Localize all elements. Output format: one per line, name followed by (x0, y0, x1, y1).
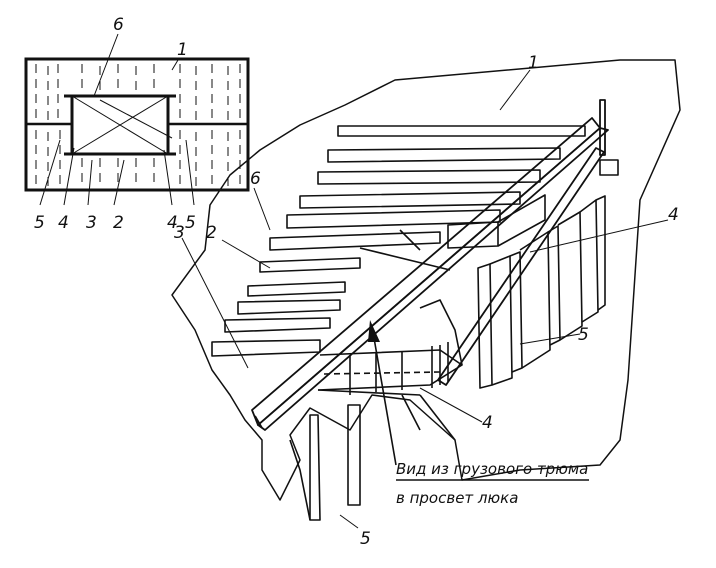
main-label-beam: 6 (250, 169, 261, 189)
main-label-girder: 2 (206, 223, 217, 243)
caption-line-1: Вид из грузового трюма (396, 460, 588, 478)
main-leaders (181, 69, 669, 529)
inset-label-bottom-3: 3 (86, 213, 97, 233)
long-girder-left (251, 117, 609, 431)
main-isometric (171, 59, 681, 521)
inset-label-6: 6 (113, 15, 124, 35)
main-label-coaming-lower: 4 (482, 413, 493, 433)
caption-line-2: в просвет люка (396, 489, 518, 507)
hatch-coaming (317, 194, 546, 396)
inset-label-bottom-2: 2 (113, 213, 124, 233)
main-label-deck: 1 (528, 53, 539, 73)
inset-label-1: 1 (177, 40, 188, 60)
pillars-right (477, 159, 619, 389)
pillars-bottom (289, 394, 456, 521)
view-arrow (368, 320, 397, 466)
inset-label-bottom-5b: 5 (185, 213, 196, 233)
inset-hatch (35, 64, 241, 186)
inset-label-bottom-4b: 4 (167, 213, 178, 233)
long-girder-right (437, 99, 606, 386)
main-label-coaming-upper: 4 (668, 205, 679, 225)
inset-plan (24, 57, 250, 192)
inset-label-bottom-5a: 5 (34, 213, 45, 233)
inset-label-bottom-4a: 4 (58, 213, 69, 233)
inset-leaders (39, 33, 195, 206)
main-label-coaming-long: 3 (174, 223, 185, 243)
main-label-pillar-right: 5 (578, 325, 589, 345)
main-label-pillar-bottom: 5 (360, 529, 371, 549)
deck-beams (211, 125, 586, 357)
deck-plate (171, 59, 681, 501)
